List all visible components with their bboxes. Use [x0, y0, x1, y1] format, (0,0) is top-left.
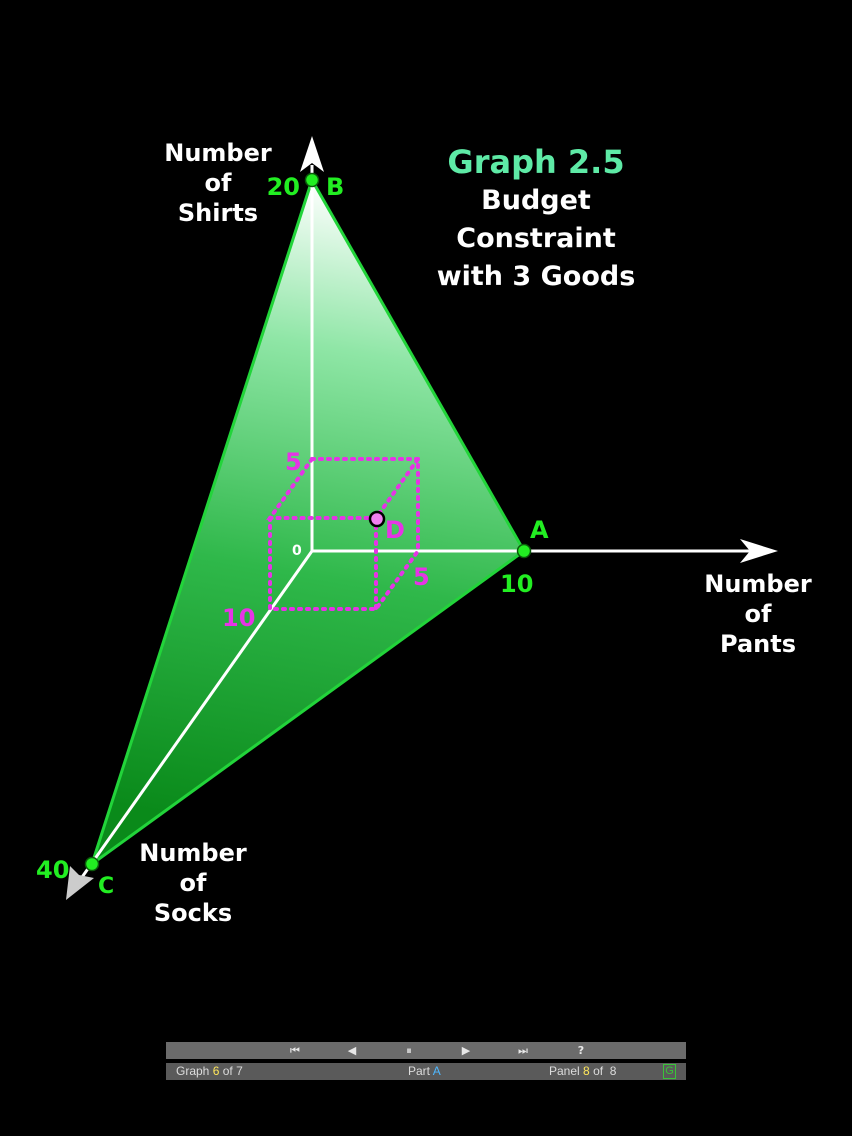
- shirts-axis-arrow: [300, 136, 324, 172]
- glossary-button[interactable]: G: [663, 1064, 676, 1079]
- socks-axis-label: Number of Socks: [125, 838, 261, 928]
- origin-label: 0: [292, 543, 302, 559]
- axes: [66, 136, 778, 900]
- graph-title: Graph 2.5 Budget Constraint with 3 Goods: [400, 142, 672, 296]
- budget-plane-edges: [89, 179, 526, 868]
- panel-counter-number: 8: [583, 1064, 590, 1078]
- next-button[interactable]: ▶: [461, 1044, 471, 1057]
- shirts-axis-label-line1: Number: [164, 139, 272, 167]
- shirts-intercept-value: 20: [267, 173, 300, 201]
- pants-axis-label-line1: Number: [704, 570, 812, 598]
- part-indicator: Part A: [408, 1063, 441, 1080]
- part-value: A: [432, 1064, 441, 1078]
- socks-axis-arrow: [66, 866, 94, 900]
- pause-button[interactable]: ⏸: [406, 1044, 412, 1057]
- d-shirts-value: 5: [285, 448, 302, 476]
- pants-axis-label-line3: Pants: [720, 630, 796, 658]
- prev-button[interactable]: ◀: [347, 1044, 357, 1057]
- point-a-label: A: [530, 516, 549, 544]
- d-socks-value: 10: [222, 604, 255, 632]
- point-a-marker: [516, 543, 532, 559]
- point-b-marker: [304, 172, 320, 188]
- graph-title-main: Graph 2.5: [447, 143, 625, 181]
- panel-counter-word: Panel: [549, 1064, 580, 1078]
- pants-axis-label: Number of Pants: [690, 569, 826, 659]
- part-word: Part: [408, 1064, 431, 1078]
- player-button-bar: ⏮ ◀ ⏸ ▶ ⏭ ?: [166, 1042, 686, 1059]
- graph-counter-word: Graph: [176, 1064, 210, 1078]
- graph-title-line3: with 3 Goods: [436, 261, 636, 292]
- shirts-axis-label-line3: Shirts: [177, 199, 259, 227]
- graph-counter-number: 6: [212, 1064, 220, 1078]
- point-b-label: B: [326, 173, 344, 201]
- point-c-label: C: [98, 874, 114, 899]
- socks-axis-label-line2: of: [179, 869, 207, 897]
- pants-axis-label-line2: of: [744, 600, 772, 628]
- socks-axis-label-line3: Socks: [153, 899, 233, 927]
- graph-title-line1: Budget: [481, 185, 591, 216]
- point-d-label: D: [385, 516, 405, 544]
- pants-intercept-value: 10: [500, 570, 533, 598]
- shirts-axis-label: Number of Shirts: [150, 138, 286, 228]
- graph-counter: Graph 6 of 7: [176, 1063, 243, 1080]
- graph-title-line2: Constraint: [456, 223, 616, 254]
- point-c-marker: [84, 856, 100, 872]
- player-controls: ⏮ ◀ ⏸ ▶ ⏭ ? Graph 6 of 7 Part A Panel 8 …: [166, 1042, 686, 1080]
- socks-axis: [78, 550, 314, 881]
- help-button[interactable]: ?: [577, 1044, 585, 1057]
- socks-axis-label-line1: Number: [139, 839, 247, 867]
- point-d-box: [266, 457, 420, 611]
- point-d-marker: [368, 510, 386, 528]
- d-pants-value: 5: [413, 563, 430, 591]
- graph-counter-total: of 7: [222, 1064, 243, 1078]
- last-button[interactable]: ⏭: [518, 1044, 528, 1057]
- budget-plane: [92, 180, 524, 864]
- socks-intercept-value: 40: [36, 856, 69, 884]
- first-button[interactable]: ⏮: [290, 1044, 300, 1057]
- shirts-axis-label-line2: of: [204, 169, 232, 197]
- panel-counter: Panel 8 of 8: [549, 1063, 616, 1080]
- panel-counter-total: of 8: [593, 1064, 617, 1078]
- player-status-bar: Graph 6 of 7 Part A Panel 8 of 8 G: [166, 1063, 686, 1080]
- pants-axis-arrow: [740, 539, 778, 563]
